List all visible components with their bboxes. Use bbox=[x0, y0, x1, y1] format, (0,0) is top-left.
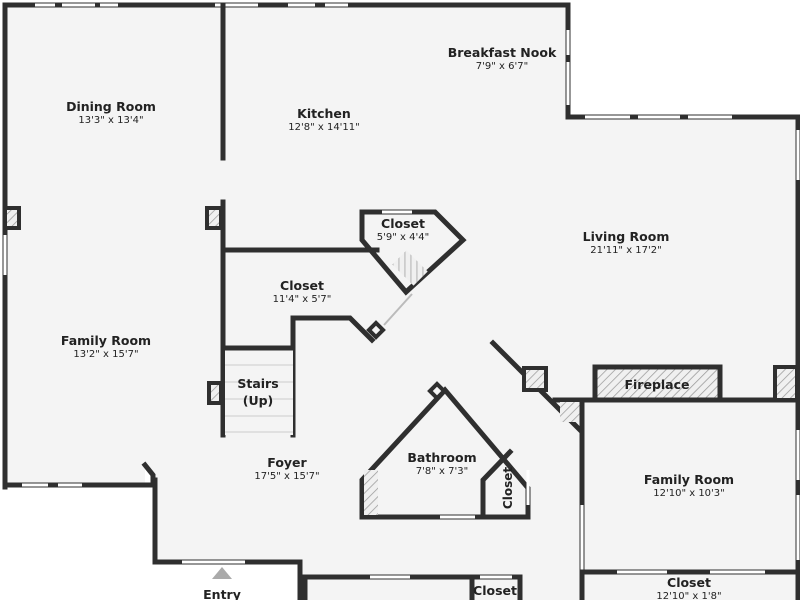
room-dims: 11'4" x 5'7" bbox=[272, 294, 332, 305]
entry-label: Entry bbox=[203, 587, 241, 600]
bathroom-closet-wall bbox=[480, 448, 514, 520]
room-name: Family Room bbox=[643, 472, 735, 487]
room-dims: 12'8" x 14'11" bbox=[288, 122, 360, 133]
room-dims: (Up) bbox=[242, 393, 274, 408]
floor-area bbox=[5, 5, 798, 600]
room-dims: 13'3" x 13'4" bbox=[78, 115, 144, 126]
room-name: Foyer bbox=[267, 455, 307, 470]
room-dims: 7'9" x 6'7" bbox=[475, 61, 529, 72]
room-name: Closet bbox=[473, 583, 517, 598]
room-dims: 7'8" x 7'3" bbox=[415, 466, 469, 477]
room-dims: 21'11" x 17'2" bbox=[590, 245, 662, 256]
pillar bbox=[427, 381, 447, 401]
room-name: Breakfast Nook bbox=[447, 45, 557, 60]
room-name: Closet bbox=[280, 278, 324, 293]
closet-shelf bbox=[392, 250, 428, 286]
room-dims: 12'10" x 1'8" bbox=[656, 591, 722, 600]
pillar bbox=[522, 366, 548, 392]
room-dims: 17'5" x 15'7" bbox=[254, 471, 320, 482]
small-closet bbox=[359, 209, 467, 296]
stairs bbox=[220, 345, 296, 435]
room-name: Living Room bbox=[582, 229, 670, 244]
pillar bbox=[560, 402, 580, 422]
room-dims: 12'10" x 10'3" bbox=[653, 488, 725, 499]
room-name: Stairs bbox=[237, 376, 279, 391]
room-dims: 13'2" x 15'7" bbox=[73, 349, 139, 360]
room-dims: 5'9" x 4'4" bbox=[376, 232, 430, 243]
room-stairs: Stairs (Up) bbox=[237, 375, 278, 409]
pillar bbox=[366, 320, 386, 340]
room-closet-south: Closet bbox=[473, 583, 517, 598]
closet-door-swing bbox=[383, 293, 413, 326]
room-name: Family Room bbox=[60, 333, 152, 348]
windows bbox=[3, 3, 800, 564]
fireplace-label: Fireplace bbox=[624, 377, 690, 392]
room-name: Bathroom bbox=[407, 450, 477, 465]
room-name: Closet bbox=[381, 216, 425, 231]
bathroom-vanity bbox=[364, 470, 378, 515]
room-name: Closet bbox=[667, 575, 711, 590]
room-name: Dining Room bbox=[66, 99, 156, 114]
pillar bbox=[773, 365, 799, 402]
column bbox=[3, 206, 21, 230]
entry-arrow-icon bbox=[212, 567, 232, 579]
column bbox=[207, 381, 223, 405]
lower-wall bbox=[302, 574, 523, 600]
bathroom-closet-label: Closet bbox=[501, 466, 515, 510]
room-name: Kitchen bbox=[297, 106, 351, 121]
fireplace bbox=[592, 364, 723, 403]
column bbox=[205, 206, 223, 230]
